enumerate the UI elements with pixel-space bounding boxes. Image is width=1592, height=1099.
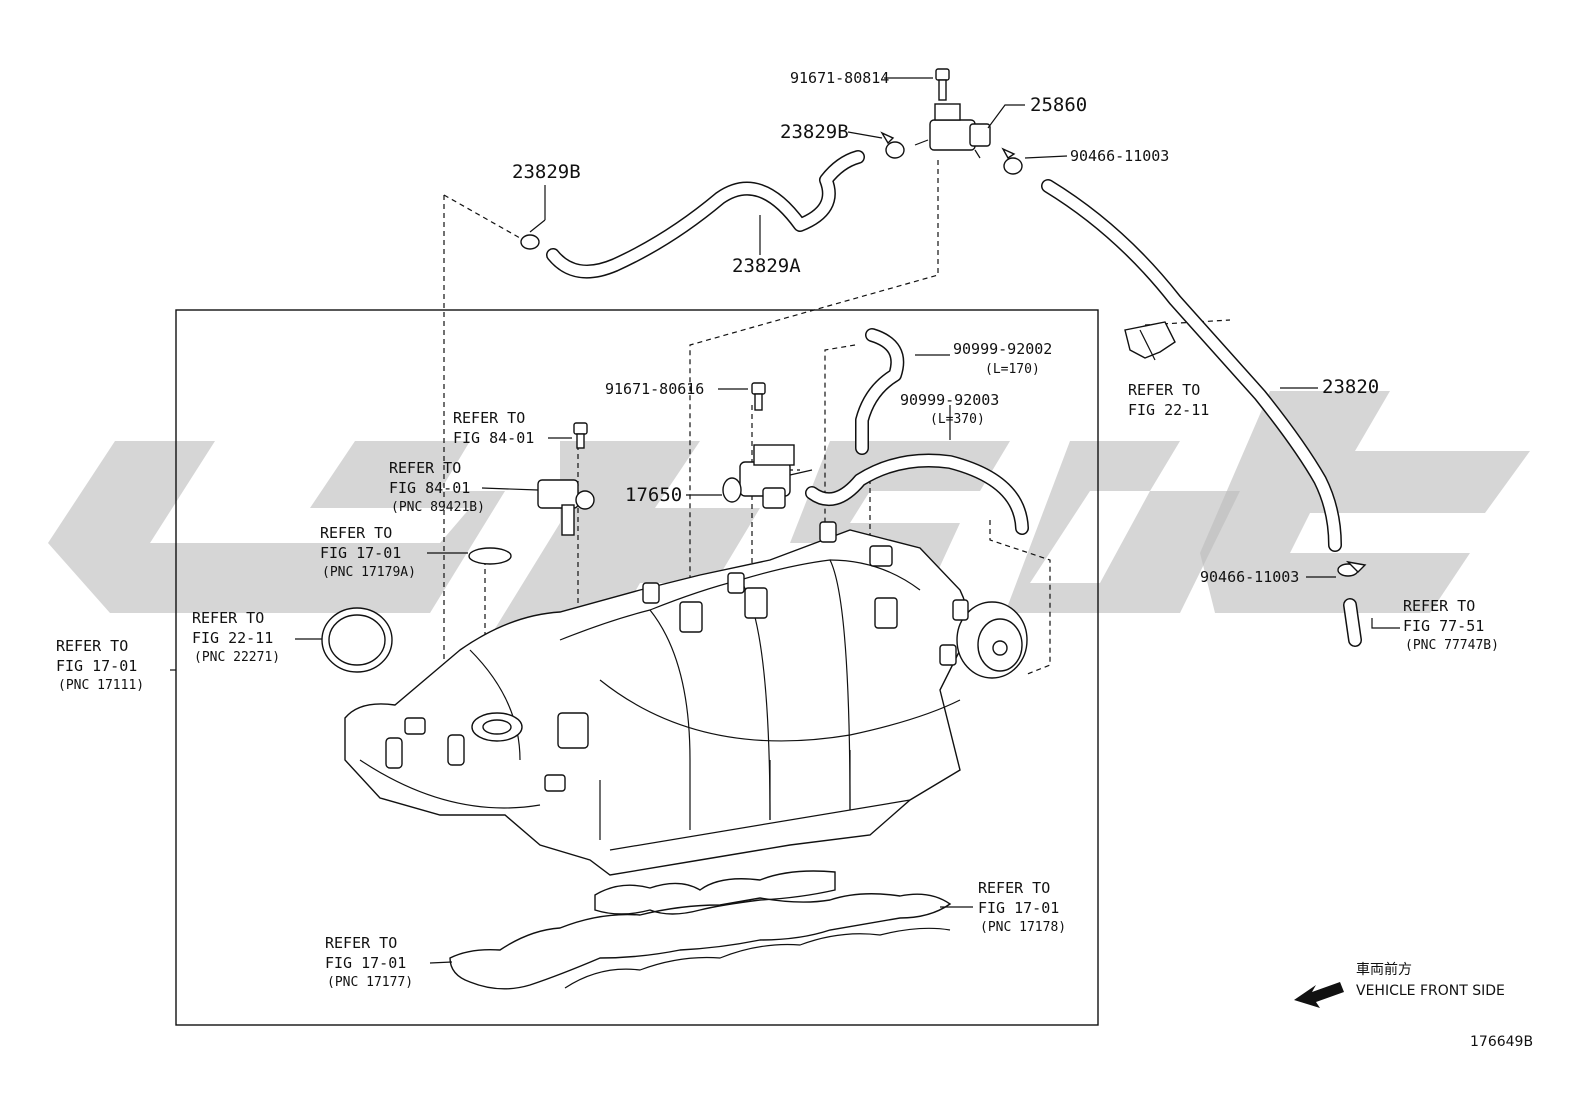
label-23829b-left: 23829B xyxy=(512,161,581,183)
label-91671-80616: 91671-80616 xyxy=(605,380,704,398)
label-90466-11003-top: 90466-11003 xyxy=(1070,147,1169,165)
label-90999-92002-length: (L=170) xyxy=(985,362,1040,377)
cam-sensor-89421b xyxy=(537,479,595,536)
label-23829a: 23829A xyxy=(732,255,801,277)
ref-84-01-top-line2: FIG 84-01 xyxy=(453,429,534,447)
intake-manifold xyxy=(344,521,1028,876)
clamp-90466-11003-top xyxy=(1001,147,1023,175)
assembly-frame xyxy=(175,309,1099,1026)
label-90466-11003-right: 90466-11003 xyxy=(1200,568,1299,586)
figure-id: 176649B xyxy=(1470,1034,1533,1050)
clamp-23829b-left xyxy=(520,219,546,250)
vsv-25860 xyxy=(914,103,991,159)
label-90999-92002: 90999-92002 xyxy=(953,340,1052,358)
ref-17-01-a-pnc: (PNC 17179A) xyxy=(322,565,416,580)
ref-17-01-177-pnc: (PNC 17177) xyxy=(327,975,413,990)
hose-90999-92003 xyxy=(805,453,1029,535)
ref-17-01-outer-pnc: (PNC 17111) xyxy=(58,678,144,693)
vehicle-front-arrow xyxy=(1294,982,1344,1008)
label-17650: 17650 xyxy=(625,484,682,506)
ref-17-01-178-line2: FIG 17-01 xyxy=(978,899,1059,917)
ref-22-11-a-line2: FIG 22-11 xyxy=(192,629,273,647)
ref-77-51-line2: FIG 77-51 xyxy=(1403,617,1484,635)
clamp-90466-11003-right xyxy=(1337,560,1367,577)
ref-77-51-pnc: (PNC 77747B) xyxy=(1405,638,1499,653)
reference-labels: REFER TO FIG 84-01 REFER TO FIG 84-01 (P… xyxy=(56,381,1499,990)
ref-22-11-b-line1: REFER TO xyxy=(1128,381,1200,399)
ref-84-01-pnc: (PNC 89421B) xyxy=(391,500,485,515)
ref-17-01-177-line2: FIG 17-01 xyxy=(325,954,406,972)
gasket-22271 xyxy=(321,607,393,673)
o-ring-17179a xyxy=(468,547,512,565)
clamp-23829b-top xyxy=(880,131,905,159)
leader-lines xyxy=(170,77,1400,964)
hose-23829a xyxy=(546,150,865,279)
ref-17-01-178-pnc: (PNC 17178) xyxy=(980,920,1066,935)
bolt-91671-80814 xyxy=(935,68,950,101)
hose-90999-92002 xyxy=(855,328,905,455)
ref-84-01-line2: FIG 84-01 xyxy=(389,479,470,497)
ref-17-01-outer-line1: REFER TO xyxy=(56,637,128,655)
label-23829b-top: 23829B xyxy=(780,121,849,143)
pipe-77747b xyxy=(1343,598,1362,647)
ref-17-01-178-line1: REFER TO xyxy=(978,879,1050,897)
ref-77-51-line1: REFER TO xyxy=(1403,597,1475,615)
label-90999-92003-length: (L=370) xyxy=(930,412,985,427)
clip-22-11 xyxy=(1124,321,1176,361)
ref-17-01-a-line2: FIG 17-01 xyxy=(320,544,401,562)
label-23820: 23820 xyxy=(1322,376,1379,398)
hose-23820 xyxy=(1041,179,1342,552)
ref-17-01-177-line1: REFER TO xyxy=(325,934,397,952)
label-90999-92003: 90999-92003 xyxy=(900,391,999,409)
label-91671-80814: 91671-80814 xyxy=(790,69,889,87)
ref-84-01-top-line1: REFER TO xyxy=(453,409,525,427)
vsv-17650 xyxy=(722,444,813,509)
ref-22-11-a-line1: REFER TO xyxy=(192,609,264,627)
vehicle-front-label-en: VEHICLE FRONT SIDE xyxy=(1356,983,1505,999)
ref-84-01-line1: REFER TO xyxy=(389,459,461,477)
bolt-84-01 xyxy=(573,422,588,449)
vehicle-front-label-jp: 車両前方 xyxy=(1356,961,1412,978)
ref-17-01-a-line1: REFER TO xyxy=(320,524,392,542)
ref-17-01-outer-line2: FIG 17-01 xyxy=(56,657,137,675)
gasket-17178 xyxy=(594,870,836,915)
ref-22-11-a-pnc: (PNC 22271) xyxy=(194,650,280,665)
gasket-17177 xyxy=(449,893,952,990)
label-25860: 25860 xyxy=(1030,94,1087,116)
bolt-91671-80616 xyxy=(751,382,766,411)
ref-22-11-b-line2: FIG 22-11 xyxy=(1128,401,1209,419)
part-labels: 91671-80814 25860 23829B 90466-11003 238… xyxy=(512,69,1379,586)
